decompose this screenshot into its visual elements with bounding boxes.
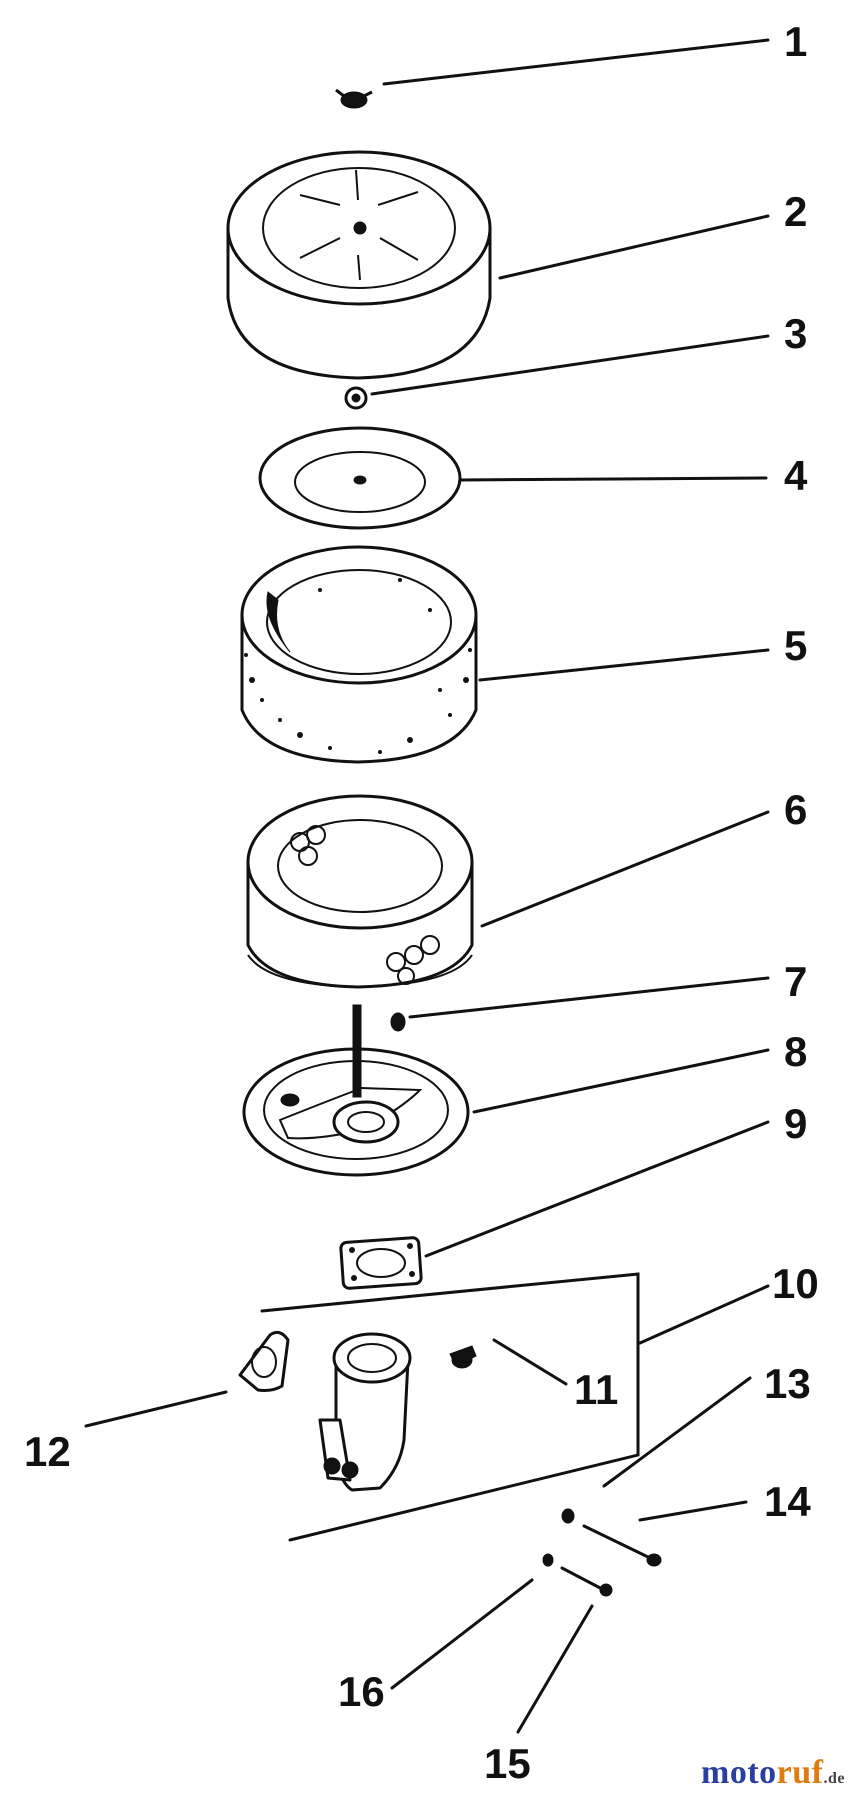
leader-10 bbox=[638, 1284, 770, 1345]
callout-11: 11 bbox=[574, 1366, 618, 1413]
part-6-filter-element bbox=[246, 794, 474, 989]
leader-4 bbox=[458, 476, 768, 482]
callout-numbers: 1 2 3 4 5 6 7 8 9 10 11 12 13 14 15 16 bbox=[24, 18, 819, 1787]
callout-1: 1 bbox=[784, 18, 807, 65]
callout-4: 4 bbox=[784, 452, 808, 499]
callout-10: 10 bbox=[772, 1260, 819, 1307]
part-3-washer bbox=[344, 386, 368, 410]
leader-2 bbox=[498, 214, 770, 280]
callout-12: 12 bbox=[24, 1428, 71, 1475]
callout-3: 3 bbox=[784, 310, 807, 357]
leader-8 bbox=[472, 1048, 770, 1114]
leader-11 bbox=[492, 1338, 568, 1386]
leader-6 bbox=[480, 810, 770, 928]
leader-3 bbox=[370, 334, 770, 396]
watermark-part1: moto bbox=[701, 1754, 777, 1791]
part-14-screw bbox=[582, 1524, 662, 1567]
part-1-wing-screw bbox=[335, 88, 373, 109]
leader-13 bbox=[602, 1376, 752, 1488]
callout-6: 6 bbox=[784, 786, 807, 833]
watermark-tld: .de bbox=[823, 1770, 845, 1787]
part-15-pin bbox=[560, 1566, 613, 1597]
part-4-plate bbox=[258, 426, 462, 530]
part-7-nut bbox=[390, 1012, 406, 1032]
part-16-washer bbox=[542, 1553, 554, 1567]
leader-14 bbox=[638, 1500, 748, 1522]
callout-7: 7 bbox=[784, 958, 807, 1005]
part-9-gasket bbox=[339, 1236, 423, 1290]
callout-15: 15 bbox=[484, 1740, 531, 1787]
leader-9 bbox=[424, 1120, 770, 1258]
leader-12 bbox=[84, 1390, 228, 1428]
callout-14: 14 bbox=[764, 1478, 811, 1525]
callout-5: 5 bbox=[784, 622, 807, 669]
leader-7 bbox=[408, 976, 770, 1019]
motoruf-watermark: motoruf.de bbox=[701, 1754, 845, 1792]
part-5-precleaner bbox=[240, 545, 478, 764]
leader-15 bbox=[516, 1604, 594, 1734]
callout-13: 13 bbox=[764, 1360, 811, 1407]
leader-lines bbox=[84, 38, 770, 1734]
part-10-elbow bbox=[318, 1332, 412, 1492]
callout-9: 9 bbox=[784, 1100, 807, 1147]
part-11-bolt bbox=[449, 1345, 477, 1369]
callout-16: 16 bbox=[338, 1668, 385, 1715]
watermark-part2: ruf bbox=[776, 1754, 824, 1791]
callout-8: 8 bbox=[784, 1028, 807, 1075]
callout-2: 2 bbox=[784, 188, 807, 235]
leader-1 bbox=[382, 38, 770, 86]
part-13-washer bbox=[561, 1508, 575, 1524]
part-10-group-bracket bbox=[260, 1272, 640, 1542]
leader-5 bbox=[478, 648, 770, 682]
part-8-base bbox=[242, 1004, 470, 1177]
leader-16 bbox=[390, 1578, 534, 1690]
part-2-cover bbox=[226, 150, 492, 380]
part-12-flange-gasket bbox=[238, 1330, 290, 1392]
